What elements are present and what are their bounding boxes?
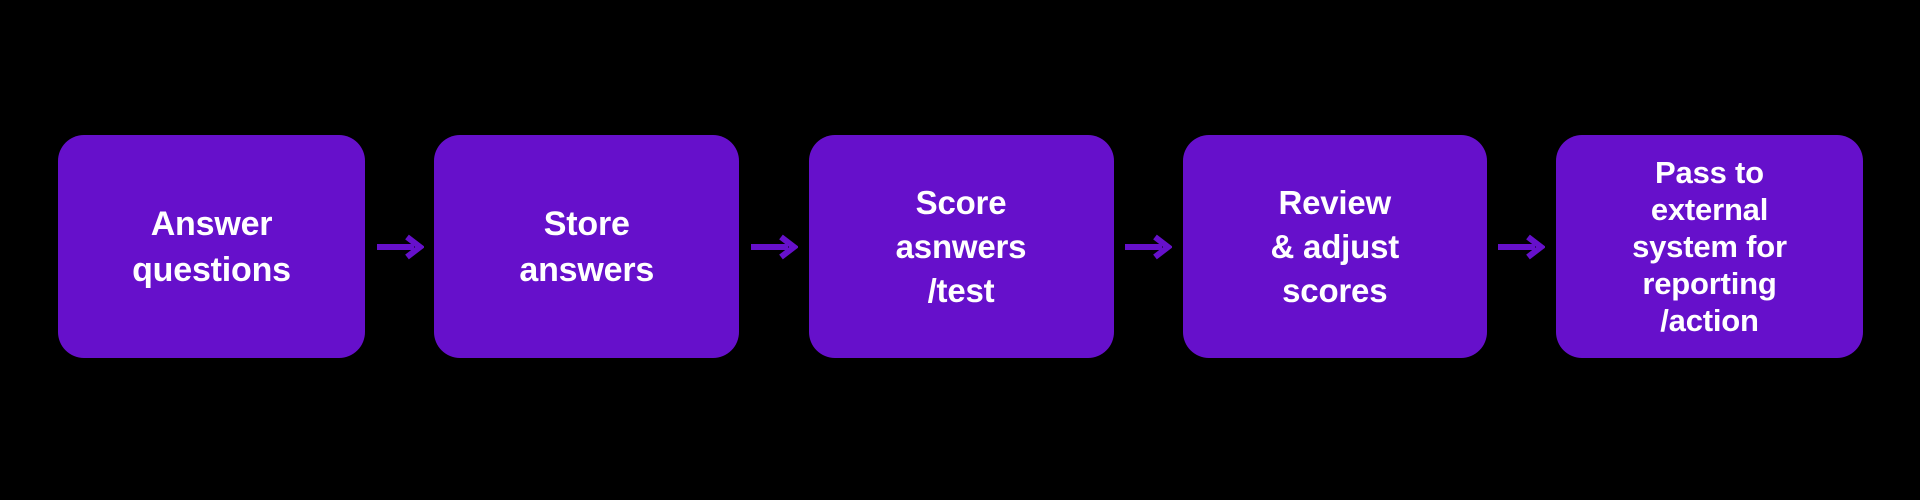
- flow-step-store-answers[interactable]: Store answers: [434, 135, 740, 358]
- flow-step-answer-questions[interactable]: Answer questions: [58, 135, 365, 358]
- arrow-right-icon: [1498, 234, 1546, 259]
- arrow-right-icon: [750, 234, 798, 259]
- flow-connector-2: [740, 135, 808, 358]
- flow-step-label: Pass to external system for reporting /a…: [1632, 155, 1787, 338]
- flow-step-score-answers-test[interactable]: Score asnwers /test: [808, 135, 1114, 358]
- flow-step-label: Review & adjust scores: [1270, 183, 1400, 309]
- flow-step-label: Score asnwers /test: [895, 183, 1027, 309]
- flow-step-review-adjust-scores[interactable]: Review & adjust scores: [1182, 135, 1487, 358]
- flow-step-label: Store answers: [519, 204, 655, 289]
- flow-connector-4: [1487, 135, 1555, 358]
- arrow-right-icon: [376, 234, 424, 259]
- flow-step-pass-to-external-system[interactable]: Pass to external system for reporting /a…: [1556, 135, 1863, 358]
- flow-step-label: Answer questions: [132, 204, 291, 289]
- flow-connector-3: [1114, 135, 1182, 358]
- flow-connector-1: [366, 135, 434, 358]
- arrow-right-icon: [1125, 234, 1173, 259]
- flowchart-steps-row: Answer questions Store answers Score asn…: [58, 135, 1863, 358]
